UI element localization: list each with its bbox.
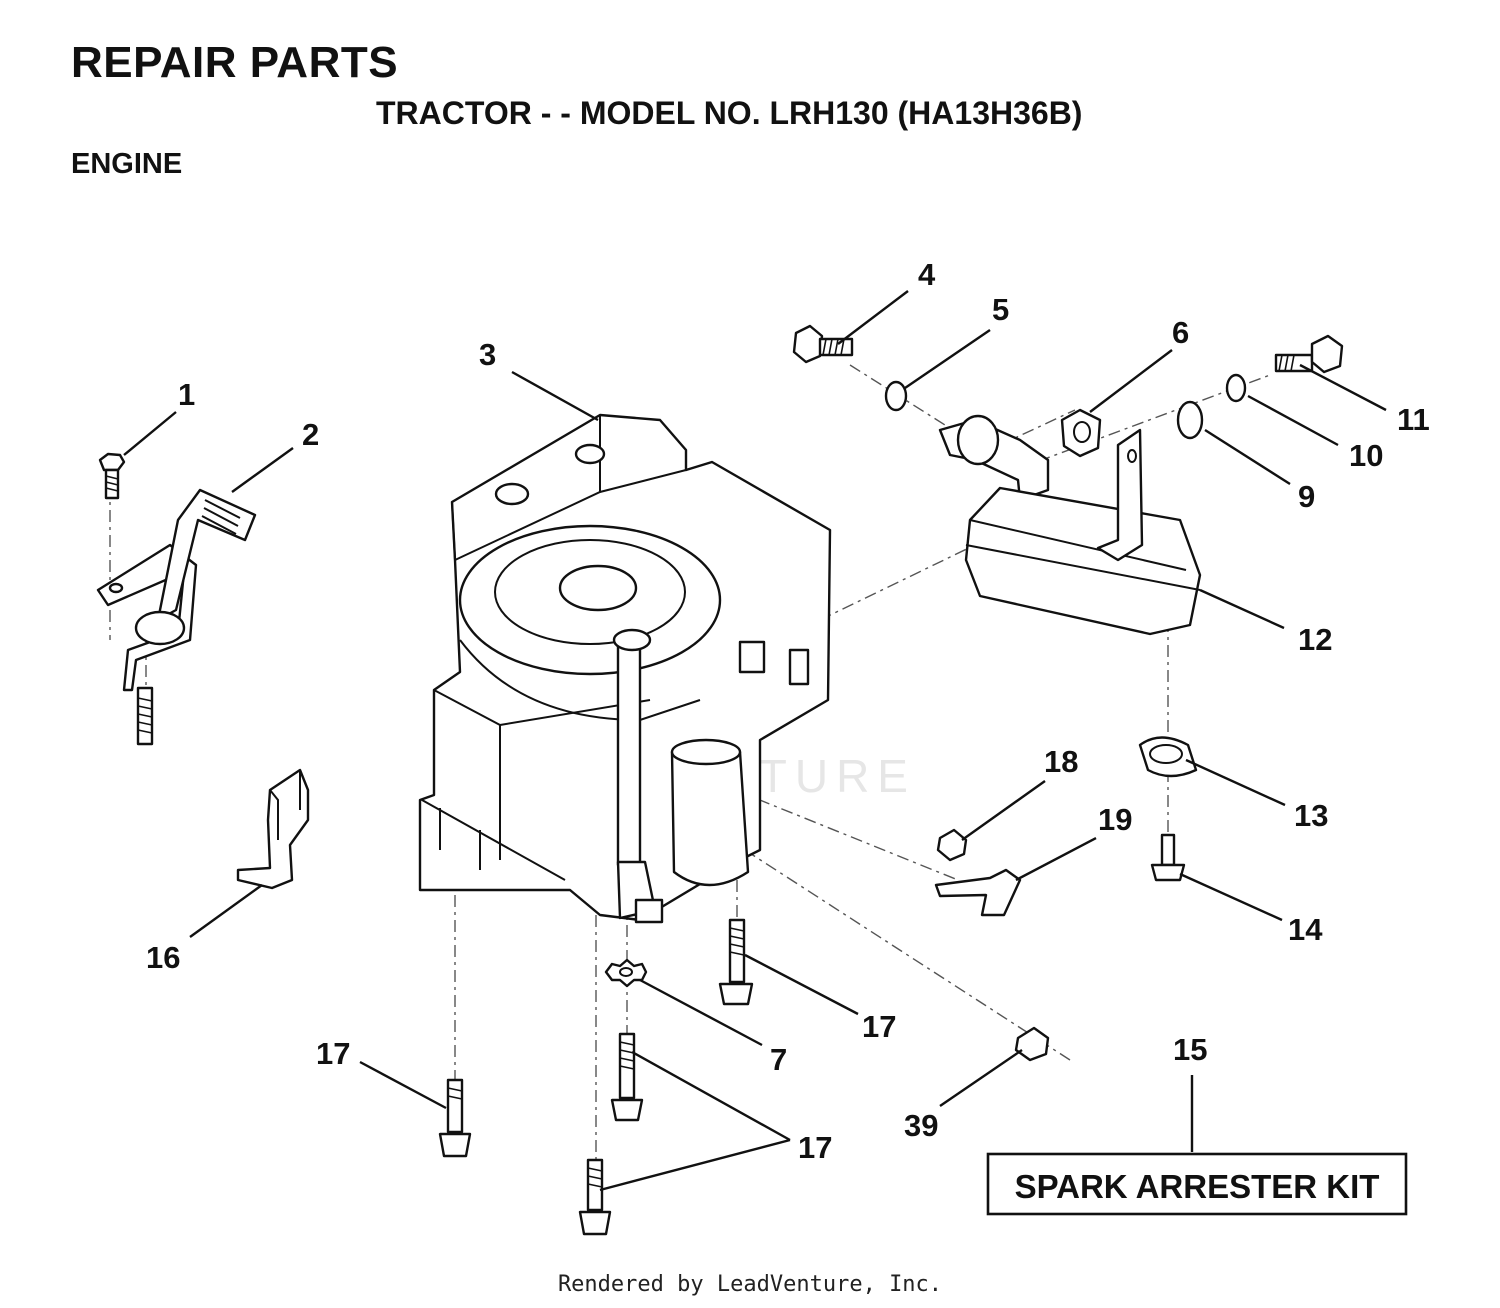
alignment-lines xyxy=(109,364,1271,1160)
part-14-screw xyxy=(1150,833,1186,882)
callout-18: 18 xyxy=(1044,744,1078,779)
callout-4: 4 xyxy=(918,257,936,292)
part-7-star-washer xyxy=(604,958,648,988)
part-10-lock-washer xyxy=(1225,373,1247,403)
part-18-nut xyxy=(936,828,968,862)
part-39-nut xyxy=(1014,1026,1050,1062)
callout-11: 11 xyxy=(1397,402,1430,437)
part-9-washer xyxy=(1176,400,1204,440)
callout-3: 3 xyxy=(479,337,496,372)
callout-14: 14 xyxy=(1288,912,1323,947)
page-title: REPAIR PARTS xyxy=(71,38,399,87)
callout-16: 16 xyxy=(146,940,180,975)
part-17-bolt-b xyxy=(610,1032,644,1122)
callout-6: 6 xyxy=(1172,315,1189,350)
part-17-bolt-d xyxy=(578,1158,612,1236)
callout-13: 13 xyxy=(1294,798,1328,833)
callout-1: 1 xyxy=(178,377,195,412)
callout-7: 7 xyxy=(770,1042,787,1077)
model-subtitle: TRACTOR - - MODEL NO. LRH130 (HA13H36B) xyxy=(376,95,1083,131)
part-16-bracket xyxy=(236,768,310,890)
part-12-muffler xyxy=(964,428,1202,636)
callout-9: 9 xyxy=(1298,479,1315,514)
part-13-spark-screen xyxy=(1138,736,1198,778)
footer-credit: Rendered by LeadVenture, Inc. xyxy=(557,1272,943,1297)
callout-17-a: 17 xyxy=(862,1009,896,1044)
part-3-engine xyxy=(418,413,832,924)
part-6-exhaust-pipe xyxy=(938,408,1102,502)
spark-arrester-kit-label: SPARK ARRESTER KIT xyxy=(1015,1168,1380,1205)
callout-17-c: 17 xyxy=(798,1130,832,1165)
callout-19: 19 xyxy=(1098,802,1132,837)
callout-10: 10 xyxy=(1349,438,1383,473)
part-19-clamp xyxy=(934,868,1022,917)
part-11-bolt xyxy=(1274,334,1344,374)
callout-39: 39 xyxy=(904,1108,938,1143)
part-5-washer xyxy=(884,380,908,412)
part-17-bolt-a xyxy=(718,918,754,1006)
callout-17-b: 17 xyxy=(316,1036,350,1071)
part-17-bolt-c xyxy=(438,1078,472,1158)
leader-lines xyxy=(123,290,1387,1192)
part-2-throttle-control xyxy=(96,488,257,746)
callout-2: 2 xyxy=(302,417,319,452)
part-4-bolt xyxy=(792,324,854,364)
callout-5: 5 xyxy=(992,292,1009,327)
section-label: ENGINE xyxy=(71,148,183,180)
spark-arrester-kit-box: SPARK ARRESTER KIT xyxy=(986,1152,1408,1216)
callout-15: 15 xyxy=(1173,1032,1207,1067)
part-1-bolt xyxy=(98,452,126,500)
callout-12: 12 xyxy=(1298,622,1332,657)
